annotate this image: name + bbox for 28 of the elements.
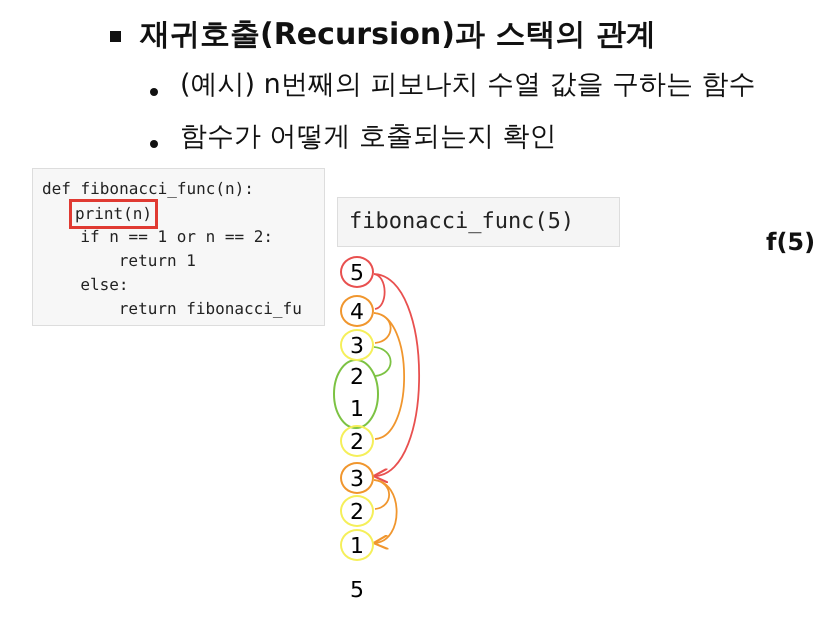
code-line: if n == 1 or n == 2: <box>80 226 274 248</box>
output-number: 4 <box>340 295 374 327</box>
hand-drawn-line <box>374 312 405 440</box>
highlight-box: print(n) <box>69 199 158 229</box>
output-number: 2 <box>340 362 374 394</box>
code-panel <box>32 168 325 326</box>
output-number: 2 <box>340 495 374 527</box>
input-cell: fibonacci_func(5) <box>337 197 620 247</box>
code-line: def fibonacci_func(n): <box>42 178 254 200</box>
slide-title: 재귀호출(Recursion)과 스택의 관계 <box>140 16 656 54</box>
hand-drawn-line <box>374 346 392 377</box>
output-number: 5 <box>340 256 374 288</box>
output-number: 2 <box>340 425 374 457</box>
bullet-text: 함수가 어떻게 호출되는지 확인 <box>180 120 557 154</box>
hand-drawn-arrow <box>372 479 398 548</box>
bullet-text: (예시) n번째의 피보나치 수열 값을 구하는 함수 <box>180 68 756 102</box>
output-number: 1 <box>340 529 374 561</box>
hand-drawn-arrow <box>372 273 420 480</box>
text-label: f(5) <box>766 228 816 256</box>
code-line: return fibonacci_fu <box>118 298 302 320</box>
output-number: 1 <box>340 394 374 426</box>
hand-drawn-line <box>374 273 386 310</box>
output-number: 3 <box>340 462 374 494</box>
code-line: else: <box>80 274 129 296</box>
code-line: return 1 <box>118 250 196 272</box>
output-number: 5 <box>340 575 374 607</box>
output-number: 3 <box>340 329 374 361</box>
hand-drawn-line <box>374 479 390 510</box>
